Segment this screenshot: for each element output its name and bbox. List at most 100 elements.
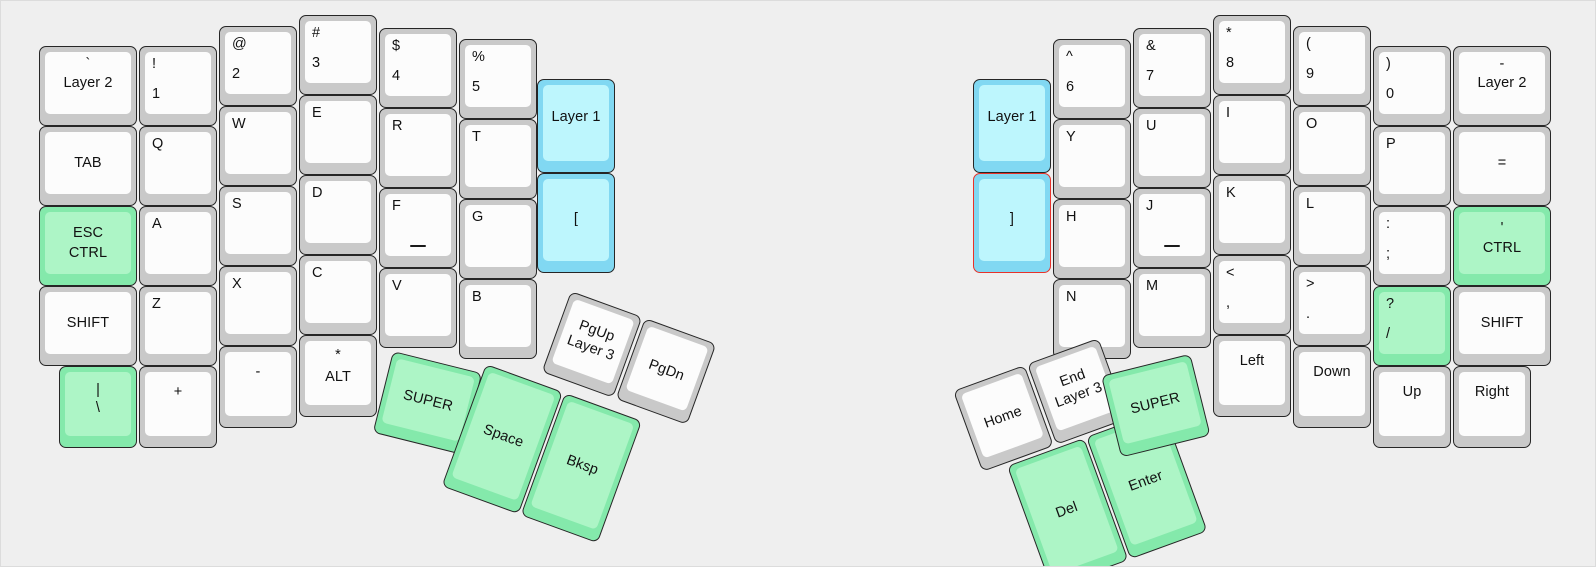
key-c[interactable]: C: [299, 255, 377, 335]
legend-top: -: [1499, 56, 1505, 72]
key-equals[interactable]: =: [1453, 126, 1551, 206]
key-1[interactable]: ! 1: [139, 46, 217, 126]
legend-main: ALT: [325, 369, 351, 385]
key-shift[interactable]: SHIFT: [39, 286, 137, 366]
legend-main: Layer 1: [987, 109, 1037, 125]
key-b[interactable]: B: [459, 279, 537, 359]
legend-main: Up: [1402, 384, 1422, 400]
legend-main: 3: [312, 55, 321, 71]
key-minus[interactable]: -: [219, 346, 297, 428]
key-layer1-right[interactable]: Layer 1: [973, 79, 1051, 173]
legend-main: Layer 1: [551, 109, 601, 125]
keycap: * ALT: [305, 341, 371, 405]
key-period[interactable]: > .: [1293, 266, 1371, 346]
key-f[interactable]: F: [379, 188, 457, 268]
legend-top: >: [1306, 276, 1315, 292]
key-o[interactable]: O: [1293, 106, 1371, 186]
key-down-arrow[interactable]: Down: [1293, 346, 1371, 428]
key-m[interactable]: M: [1133, 268, 1211, 348]
key-i[interactable]: I: [1213, 95, 1291, 175]
key-quote-ctrl[interactable]: ' CTRL: [1453, 206, 1551, 286]
key-comma[interactable]: < ,: [1213, 255, 1291, 335]
legend-top: J: [1146, 198, 1154, 214]
key-9[interactable]: ( 9: [1293, 26, 1371, 106]
key-r[interactable]: R: [379, 108, 457, 188]
key-h[interactable]: H: [1053, 199, 1131, 279]
legend-main: ;: [1386, 246, 1391, 262]
key-l[interactable]: L: [1293, 186, 1371, 266]
legend-main: 5: [472, 79, 481, 95]
key-u[interactable]: U: [1133, 108, 1211, 188]
key-semicolon[interactable]: : ;: [1373, 206, 1451, 286]
key-alt[interactable]: * ALT: [299, 335, 377, 417]
legend-top: &: [1146, 38, 1156, 54]
key-minus-layer2[interactable]: - Layer 2: [1453, 46, 1551, 126]
key-3[interactable]: # 3: [299, 15, 377, 95]
keycap: Z: [145, 292, 211, 354]
key-slash[interactable]: ? /: [1373, 286, 1451, 366]
key-s[interactable]: S: [219, 186, 297, 266]
legend-main: .: [1306, 306, 1311, 322]
legend-top: I: [1226, 105, 1231, 121]
keycap: ^ 6: [1059, 45, 1125, 107]
keycap: TAB: [45, 132, 131, 194]
key-right-arrow[interactable]: Right: [1453, 366, 1531, 448]
key-shift-right[interactable]: SHIFT: [1453, 286, 1551, 366]
key-q[interactable]: Q: [139, 126, 217, 206]
key-k[interactable]: K: [1213, 175, 1291, 255]
key-2[interactable]: @ 2: [219, 26, 297, 106]
key-layer1-left[interactable]: Layer 1: [537, 79, 615, 173]
key-esc-ctrl[interactable]: ESC CTRL: [39, 206, 137, 286]
key-left-bracket[interactable]: [: [537, 173, 615, 273]
key-d[interactable]: D: [299, 175, 377, 255]
key-w[interactable]: W: [219, 106, 297, 186]
key-plus[interactable]: +: [139, 366, 217, 448]
keycap: > .: [1299, 272, 1365, 334]
key-j[interactable]: J: [1133, 188, 1211, 268]
keycap: [: [543, 179, 609, 261]
legend-main: 6: [1066, 79, 1075, 95]
key-z[interactable]: Z: [139, 286, 217, 366]
key-5[interactable]: % 5: [459, 39, 537, 119]
key-super-right[interactable]: SUPER: [1101, 353, 1211, 458]
key-y[interactable]: Y: [1053, 119, 1131, 199]
legend-main: /: [1386, 326, 1391, 342]
legend-top: W: [232, 116, 246, 132]
keycap: +: [145, 372, 211, 436]
keycap: @ 2: [225, 32, 291, 94]
key-x[interactable]: X: [219, 266, 297, 346]
key-right-bracket[interactable]: ]: [973, 173, 1051, 273]
legend-top: %: [472, 49, 485, 65]
legend-main: CTRL: [68, 245, 108, 261]
keycap: T: [465, 125, 531, 187]
key-0[interactable]: ) 0: [1373, 46, 1451, 126]
keycap: ' CTRL: [1459, 212, 1545, 274]
key-left-arrow[interactable]: Left: [1213, 335, 1291, 417]
keycap: Layer 1: [543, 85, 609, 161]
key-g[interactable]: G: [459, 199, 537, 279]
key-4[interactable]: $ 4: [379, 28, 457, 108]
key-8[interactable]: * 8: [1213, 15, 1291, 95]
key-tab[interactable]: TAB: [39, 126, 137, 206]
keycap: G: [465, 205, 531, 267]
key-7[interactable]: & 7: [1133, 28, 1211, 108]
legend-main: Enter: [1126, 467, 1165, 495]
key-v[interactable]: V: [379, 268, 457, 348]
keycap: ! 1: [145, 52, 211, 114]
key-pipe-backslash[interactable]: | \: [59, 366, 137, 448]
keycap: R: [385, 114, 451, 176]
legend-main: Left: [1239, 353, 1265, 369]
key-grave-layer2[interactable]: ` Layer 2: [39, 46, 137, 126]
key-up-arrow[interactable]: Up: [1373, 366, 1451, 448]
keycap: -: [225, 352, 291, 416]
key-a[interactable]: A: [139, 206, 217, 286]
key-t[interactable]: T: [459, 119, 537, 199]
key-p[interactable]: P: [1373, 126, 1451, 206]
keycap: =: [1459, 132, 1545, 194]
legend-main: PgUp Layer 3: [564, 317, 617, 365]
key-e[interactable]: E: [299, 95, 377, 175]
keycap: O: [1299, 112, 1365, 174]
keycap: ]: [979, 179, 1045, 261]
key-6[interactable]: ^ 6: [1053, 39, 1131, 119]
legend-main: 8: [1226, 55, 1235, 71]
